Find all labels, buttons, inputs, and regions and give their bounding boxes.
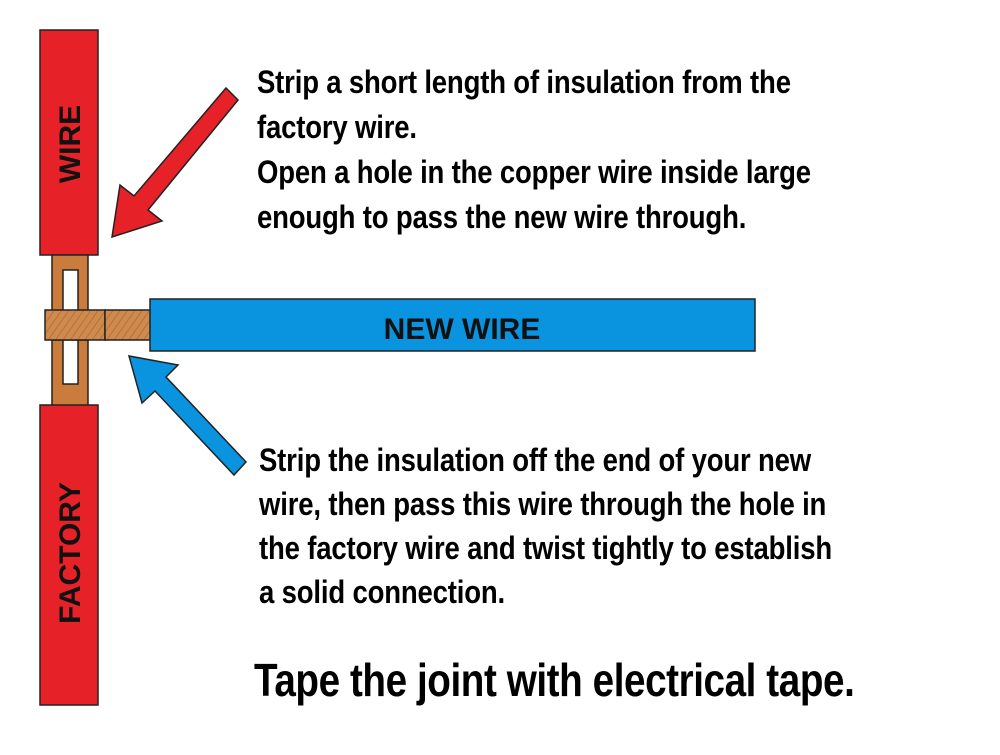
new-wire-copper-tip [44, 309, 106, 341]
instruction-strip-factory-wire: Strip a short length of insulation from … [257, 60, 811, 240]
instruction-line: factory wire. [257, 109, 417, 145]
instruction-line: Strip a short length of insulation from … [257, 64, 791, 100]
copper-hole-lower [62, 339, 79, 385]
instruction-line: enough to pass the new wire through. [257, 199, 747, 235]
new-wire-copper-strand [104, 309, 152, 341]
instruction-line: Open a hole in the copper wire inside la… [257, 154, 811, 190]
factory-wire-top-insulation [39, 29, 99, 256]
instruction-strip-new-wire: Strip the insulation off the end of your… [259, 438, 832, 614]
instruction-line: wire, then pass this wire through the ho… [259, 486, 827, 522]
factory-wire-top-label: WIRE [54, 105, 87, 183]
factory-wire-bottom-insulation [39, 404, 99, 706]
red-arrow [111, 86, 240, 239]
instruction-line: the factory wire and twist tightly to es… [259, 530, 832, 566]
instruction-line: a solid connection. [259, 574, 505, 610]
factory-wire-bottom-label: FACTORY [54, 482, 87, 624]
instruction-line: Strip the insulation off the end of your… [259, 442, 811, 478]
new-wire-insulation [149, 298, 756, 352]
tape-instruction: Tape the joint with electrical tape. [254, 654, 855, 706]
copper-hole-upper [62, 269, 79, 313]
blue-arrow [127, 355, 248, 477]
new-wire-label: NEW WIRE [384, 313, 541, 346]
